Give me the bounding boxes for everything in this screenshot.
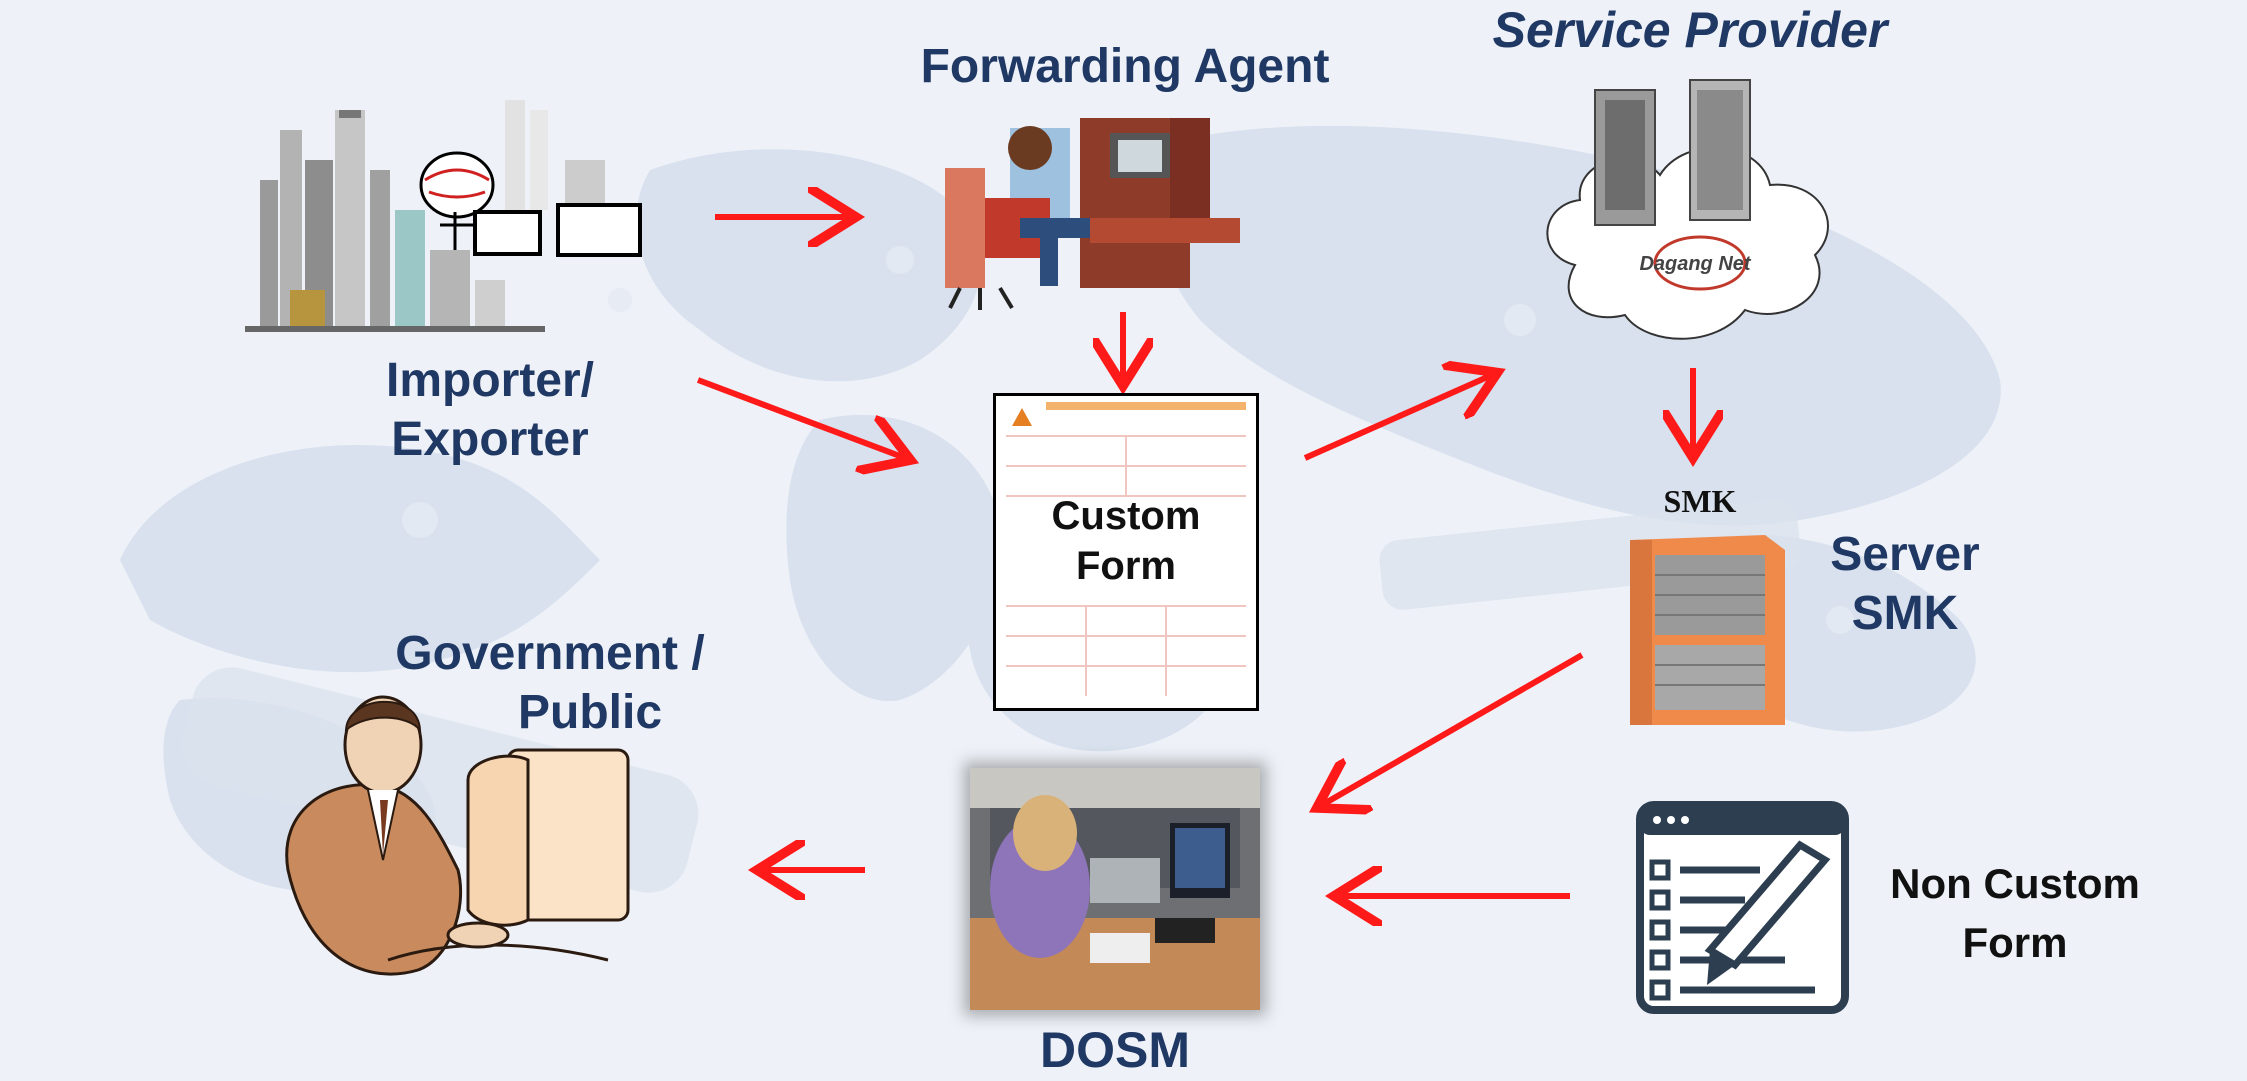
importer-label-line2: Exporter — [391, 412, 589, 466]
office-computer-photo — [970, 768, 1260, 1010]
custom-form-label-line1: Custom — [1051, 494, 1201, 538]
dagang-net-logo-text: Dagang Net — [1639, 253, 1751, 275]
service-provider-label: Service Provider — [1492, 2, 1888, 58]
person-at-computer-icon — [268, 690, 648, 990]
factory-icon — [235, 100, 645, 335]
forwarding-agent-label: Forwarding Agent — [920, 40, 1330, 93]
server-cloud-icon: Dagang Net — [1535, 75, 1850, 355]
arrow-server-to-dosm — [1322, 652, 1584, 805]
government-label-line1: Government / — [395, 627, 705, 680]
government-label-line2: Public — [517, 685, 663, 739]
custom-form-label-line2: Form — [1076, 544, 1176, 588]
non-custom-label-line1: Non Custom — [1890, 860, 2140, 907]
smk-tag-text: SMK — [1664, 483, 1737, 519]
server-label-line1: Server — [1830, 528, 1980, 581]
server-smk-label: Server SMK — [1800, 526, 2010, 643]
arrow-importer-to-form — [696, 377, 905, 458]
importer-exporter-label: Importer/ Exporter — [360, 352, 620, 469]
server-label-line2: SMK — [1851, 586, 1959, 640]
dosm-label: DOSM — [1040, 1022, 1190, 1078]
government-public-label: Government / Public — [365, 625, 735, 742]
non-custom-label-line2: Form — [1962, 918, 2068, 966]
importer-label-line1: Importer/ — [385, 354, 595, 407]
server-rack-icon: SMK — [1625, 480, 1785, 730]
non-custom-form-label: Non Custom Form — [1880, 855, 2150, 973]
form-edit-icon — [1635, 800, 1850, 1015]
custom-form-label: Custom Form — [996, 491, 1256, 591]
office-worker-desk-icon — [940, 108, 1240, 313]
arrow-form-to-provider — [1303, 375, 1492, 461]
form-document-icon: Custom Form — [993, 393, 1259, 711]
